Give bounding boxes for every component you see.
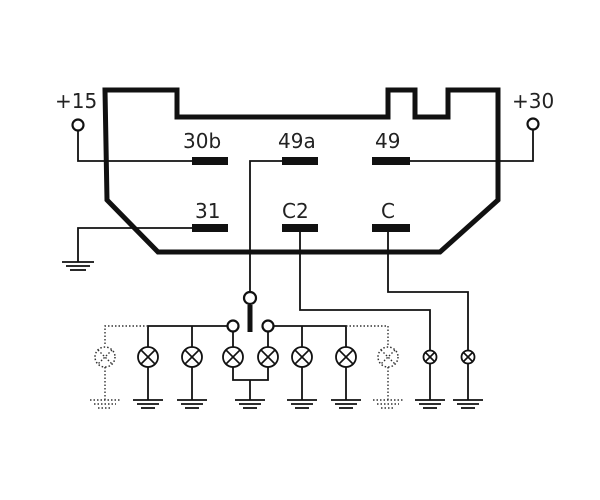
terminal-31 [192,224,228,232]
lamp-left-front [137,346,159,368]
terminal-label-49: 49 [375,129,400,153]
supply-label-plus15: +15 [55,89,97,113]
lamp-right-front [291,346,313,368]
terminal-label-30b: 30b [183,129,221,153]
wire-31-to-ground [77,227,192,262]
terminal-c [372,224,410,232]
terminal-30b [192,157,228,165]
terminal-label-c: C [381,199,395,223]
terminal-plus30 [526,117,540,131]
terminal-c2 [282,224,318,232]
switch-contact-left [226,319,240,333]
wire-c-to-lamp [387,232,469,350]
switch-contact-right [261,319,275,333]
terminal-label-c2: C2 [282,199,309,223]
ground-symbol [373,399,403,409]
terminal-plus15 [71,118,85,132]
ground-symbol [453,399,483,409]
terminal-49 [372,157,410,165]
ground-symbol [177,399,207,409]
wire-c2-to-lamp [299,232,431,350]
bus-left-dotted [104,325,148,345]
relay-housing [102,87,501,255]
bus-right [274,325,347,347]
terminal-label-49a: 49a [278,129,316,153]
indicator-lamp-c [460,349,476,365]
bus-left [147,325,227,347]
switch-pivot [242,290,258,306]
ground-symbol [62,261,94,271]
ground-symbol [331,399,361,409]
wire-plus15-to-30b [77,131,192,162]
lamp-right-rear [335,346,357,368]
bus-right-dotted [346,325,389,345]
lamp-left-side [222,346,244,368]
lamp-left-rear [181,346,203,368]
ground-symbol [90,399,120,409]
ground-symbol [287,399,317,409]
ground-symbol [415,399,445,409]
terminal-label-31: 31 [195,199,220,223]
lamp-trailer-left [94,346,116,368]
supply-label-plus30: +30 [512,89,554,113]
indicator-lamp-c2 [422,349,438,365]
ground-symbol [133,399,163,409]
terminal-49a [282,157,318,165]
lamp-trailer-right [377,346,399,368]
ground-symbol [235,399,265,409]
lamp-right-side [257,346,279,368]
wire-49a-to-switch [249,160,282,292]
wire-plus30-to-49 [410,130,534,162]
return-side-pair [232,367,269,381]
